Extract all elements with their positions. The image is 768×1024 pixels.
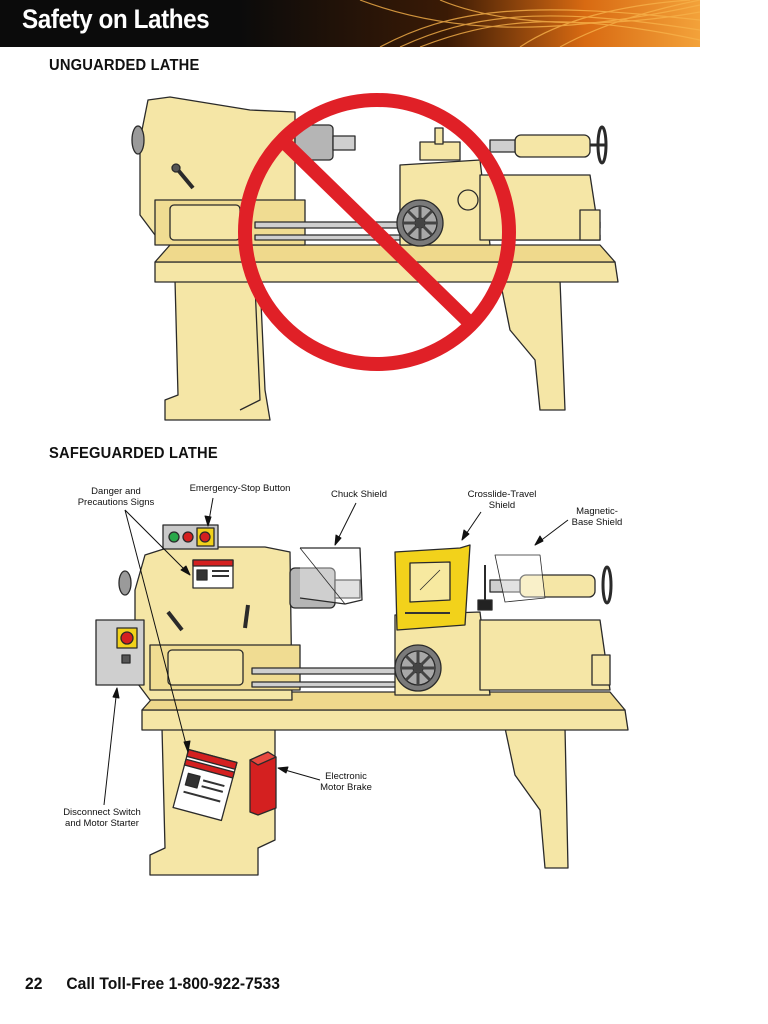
callout-magnetic-base-shield: Magnetic-Base Shield [571, 506, 623, 528]
callout-crosslide-shield: Crosslide-Travel Shield [467, 489, 537, 511]
callout-arrows [103, 497, 569, 806]
callout-disconnect-switch: Disconnect Switch and Motor Starter [63, 807, 141, 829]
footer-phone: Call Toll-Free 1-800-922-7533 [66, 974, 280, 993]
unguarded-lathe [131, 93, 619, 421]
page-footer: 22 Call Toll-Free 1-800-922-7533 [25, 974, 280, 994]
header-swirl-graphic [240, 0, 700, 47]
page-header: Safety on Lathes [0, 0, 700, 47]
page-number: 22 [25, 974, 43, 993]
section-heading-safeguarded: SAFEGUARDED LATHE [49, 445, 218, 462]
callout-chuck-shield: Chuck Shield [331, 489, 387, 500]
section-heading-unguarded: UNGUARDED LATHE [49, 57, 200, 74]
page-title: Safety on Lathes [22, 4, 210, 34]
safeguarded-lathe [95, 524, 629, 876]
callout-danger-signs: Danger and Precautions Signs [77, 486, 155, 508]
callout-electronic-motor-brake: Electronic Motor Brake [320, 771, 372, 793]
callout-emergency-stop: Emergency-Stop Button [189, 483, 291, 494]
